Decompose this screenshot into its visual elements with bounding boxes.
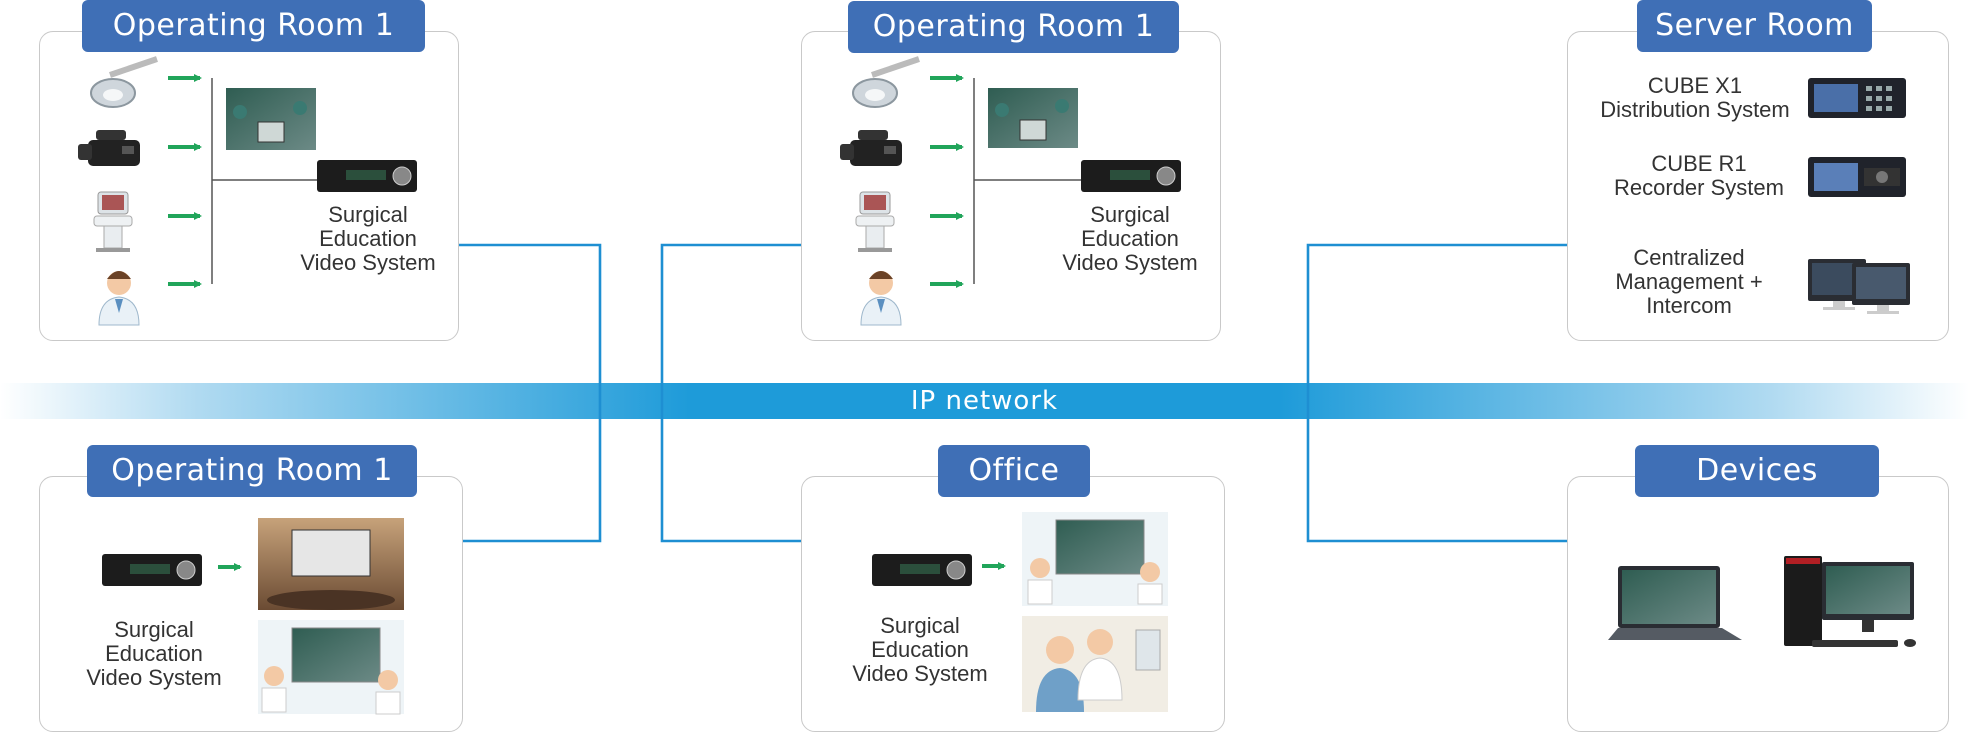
network-links: [459, 243, 1567, 543]
ultrasound-icon: [93, 191, 133, 252]
management-monitors: [1808, 259, 1910, 314]
link-or2-office: [660, 243, 801, 543]
or3-title: Operating Room 1: [87, 445, 417, 497]
devices-content: [1608, 556, 1916, 647]
or2-surgery-photo: [988, 88, 1078, 148]
or3-system-label: Surgical Education Video System: [86, 617, 222, 690]
link-server-devices: [1306, 243, 1567, 543]
ip-network-label: IP network: [910, 386, 1059, 416]
or1-inputs: [78, 56, 417, 326]
or1-encoder-box: [317, 160, 417, 192]
or2-title: Operating Room 1: [848, 1, 1179, 53]
server-title: Server Room: [1637, 0, 1872, 52]
or2-inputs: [840, 56, 1181, 326]
cube-x1-device: [1808, 78, 1906, 118]
cube-r1-device: [1808, 157, 1906, 197]
or2-system-label: Surgical Education Video System: [1062, 202, 1198, 275]
link-or1: [459, 243, 602, 543]
office-encoder-box: [872, 554, 972, 586]
surgical-lamp-icon: [852, 56, 920, 108]
or1-title: Operating Room 1: [82, 0, 425, 52]
doctor-icon: [98, 271, 140, 326]
office-system-label: Surgical Education Video System: [852, 613, 988, 686]
office-doctors-photo: [1022, 616, 1168, 712]
office-title: Office: [938, 445, 1090, 497]
ip-network-band: [0, 383, 1969, 419]
or3-encoder-box: [102, 554, 202, 586]
or1-surgery-photo: [226, 88, 316, 150]
camcorder-icon: [840, 130, 902, 166]
server-equipment: [1808, 78, 1910, 314]
management-label: Centralized Management + Intercom: [1615, 245, 1763, 318]
camcorder-icon: [78, 130, 140, 166]
ultrasound-icon: [855, 191, 895, 252]
devices-title: Devices: [1635, 445, 1879, 497]
office-content: [872, 512, 1168, 712]
desktop-pc-icon: [1784, 556, 1916, 647]
surgical-lamp-icon: [90, 56, 158, 108]
or3-conference-photo: [258, 518, 404, 610]
or2-encoder-box: [1081, 160, 1181, 192]
office-meeting-photo: [1022, 512, 1168, 606]
cube-x1-label: CUBE X1 Distribution System: [1600, 73, 1790, 122]
or3-content: [102, 518, 404, 715]
doctor-icon: [860, 271, 902, 326]
cube-r1-label: CUBE R1 Recorder System: [1614, 151, 1784, 200]
or1-system-label: Surgical Education Video System: [300, 202, 436, 275]
or3-meeting-photo: [258, 620, 404, 715]
laptop-icon: [1608, 566, 1742, 640]
